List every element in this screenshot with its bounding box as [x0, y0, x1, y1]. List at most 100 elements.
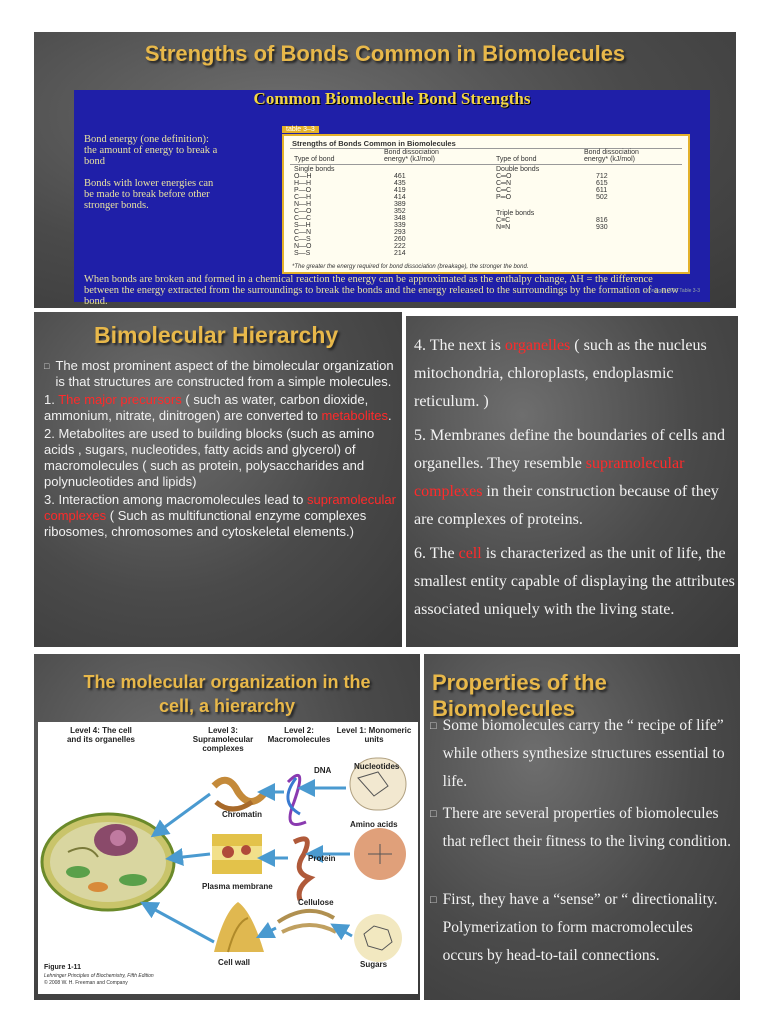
bond-type-cell: C—N	[294, 229, 312, 236]
slide-title: The molecular organization in the cell, …	[83, 672, 371, 716]
bond-energy-cell: 348	[394, 215, 406, 222]
bond-type-cell: O—H	[294, 173, 312, 180]
table-title: Strengths of Bonds Common in Biomolecule…	[292, 139, 456, 148]
bond-type-cell: N—H	[294, 201, 312, 208]
bond-energy-cell: 419	[394, 187, 406, 194]
bond-energy-cell: 414	[394, 194, 406, 201]
level3-label: Level 3: Supramolecular complexes	[192, 726, 254, 753]
slide-title: Bimolecular Hierarchy	[94, 322, 339, 348]
table-rule-2	[290, 164, 682, 165]
bond-type-cell: C—S	[294, 236, 311, 243]
properties-b3: □ First, they have a “sense” or “ direct…	[430, 886, 736, 970]
bond-energy-cell: 339	[394, 222, 406, 229]
slide-hierarchy-continued: 4. The next is organelles ( such as the …	[406, 316, 738, 647]
bond-energy-cell: 615	[596, 180, 608, 187]
hierarchy-p1: 1. The major precursors ( such as water,…	[44, 392, 392, 423]
table-row: S—S 214	[294, 250, 484, 257]
bullet-icon: □	[430, 720, 437, 732]
table-row: C═N 615	[496, 180, 676, 187]
bond-energy-cell: 293	[394, 229, 406, 236]
bond-type-cell: P═O	[496, 194, 512, 201]
hierarchy-p4: 4. The next is organelles ( such as the …	[414, 337, 707, 410]
col-type-left: Type of bond	[294, 156, 335, 163]
hierarchy-p2: 2. Metabolites are used to building bloc…	[44, 426, 375, 489]
table-row: N≡N 930	[496, 224, 676, 231]
table-row: S—H 339	[294, 222, 484, 229]
figure-copyright: © 2008 W. H. Freeman and Company	[44, 980, 128, 986]
bond-energy-cell: 389	[394, 201, 406, 208]
bullet-icon: □	[430, 808, 437, 820]
table-row: N—H 389	[294, 201, 484, 208]
hierarchy-p3: 3. Interaction among macromolecules lead…	[44, 492, 396, 539]
slide-title: Strengths of Bonds Common in Biomolecule…	[144, 41, 626, 66]
enthalpy-text: When bonds are broken and formed in a ch…	[84, 274, 679, 307]
properties-b2: □ There are several properties of biomol…	[430, 800, 736, 856]
hierarchy-illustration	[40, 757, 407, 962]
bond-type-cell: H—H	[294, 180, 312, 187]
cell-wall-label: Cell wall	[218, 958, 251, 967]
plasma-membrane-label: Plasma membrane	[202, 882, 273, 891]
cellulose-label: Cellulose	[298, 898, 334, 907]
table-row: O—H 461	[294, 173, 484, 180]
bond-energy-cell: 214	[394, 250, 406, 257]
hierarchy-cont-text: 4. The next is organelles ( such as the …	[414, 332, 736, 624]
bond-energy-cell: 930	[596, 224, 608, 231]
bond-type-cell: N—O	[294, 243, 312, 250]
table-row: H—H 435	[294, 180, 484, 187]
col-energy-left: Bond dissociation energy* (kJ/mol)	[384, 149, 439, 163]
bond-energy-lower: Bonds with lower energies can be made to…	[84, 178, 214, 211]
table-row: C≡C 816	[496, 217, 676, 224]
bond-type-cell: S—H	[294, 222, 311, 229]
chromatin-label: Chromatin	[222, 810, 262, 819]
bond-type-cell: C═N	[496, 180, 512, 187]
amino-acids-label: Amino acids	[350, 820, 398, 829]
table-credit: Lehninger 2000 Table 3-3	[643, 288, 700, 294]
properties-b1: □ Some biomolecules carry the “ recipe o…	[430, 712, 736, 796]
triple-bonds-header: Triple bonds	[496, 210, 535, 217]
slide-bond-strengths: Strengths of Bonds Common in Biomolecule…	[34, 32, 736, 308]
properties-text: □ Some biomolecules carry the “ recipe o…	[430, 712, 736, 970]
slide-molecular-organization: The molecular organization in the cell, …	[34, 654, 420, 1000]
hierarchy-figure: Level 4: The cell and its organelles Lev…	[38, 722, 418, 994]
protein-label: Protein	[308, 854, 336, 863]
bond-energy-cell: 816	[596, 217, 608, 224]
bond-energy-cell: 435	[394, 180, 406, 187]
col-energy-right: Bond dissociation energy* (kJ/mol)	[584, 149, 639, 163]
figure-label: Figure 1-11	[44, 964, 81, 971]
slide-title: Properties of the Biomolecules	[432, 670, 607, 721]
bond-energy-cell: 712	[596, 173, 608, 180]
bond-type-cell: C—C	[294, 215, 312, 222]
hierarchy-p6: 6. The cell is characterized as the unit…	[414, 545, 735, 618]
inner-title: Common Biomolecule Bond Strengths	[253, 89, 531, 108]
table-footnote: *The greater the energy required for bon…	[292, 264, 529, 270]
bond-table: table 3–3 Strengths of Bonds Common in B…	[282, 126, 690, 274]
table-row: C—N 293	[294, 229, 484, 236]
bond-type-cell: N≡N	[496, 224, 511, 231]
level4-label: Level 4: The cell and its organelles	[66, 726, 136, 744]
bond-energy-cell: 461	[394, 173, 406, 180]
level1-label: Level 1: Monomeric units	[336, 726, 412, 744]
bond-type-cell: C≡C	[496, 217, 511, 224]
bond-energy-definition: Bond energy (one definition): the amount…	[84, 134, 218, 167]
col-type-right: Type of bond	[496, 156, 537, 163]
bond-energy-cell: 222	[394, 243, 406, 250]
bond-energy-cell: 502	[596, 194, 608, 201]
bond-type-cell: C═O	[496, 173, 512, 180]
bond-type-cell: S—S	[294, 250, 311, 257]
table-row: C═O 712	[496, 173, 676, 180]
bond-type-cell: C—H	[294, 194, 312, 201]
slide-properties: Properties of the Biomolecules □ Some bi…	[424, 654, 740, 1000]
bond-energy-cell: 611	[596, 187, 608, 194]
dna-label: DNA	[314, 766, 332, 775]
level2-label: Level 2: Macromolecules	[267, 726, 331, 744]
table-label: table 3–3	[282, 126, 319, 133]
nucleotides-label: Nucleotides	[354, 762, 400, 771]
table-row: P═O 502	[496, 194, 676, 201]
